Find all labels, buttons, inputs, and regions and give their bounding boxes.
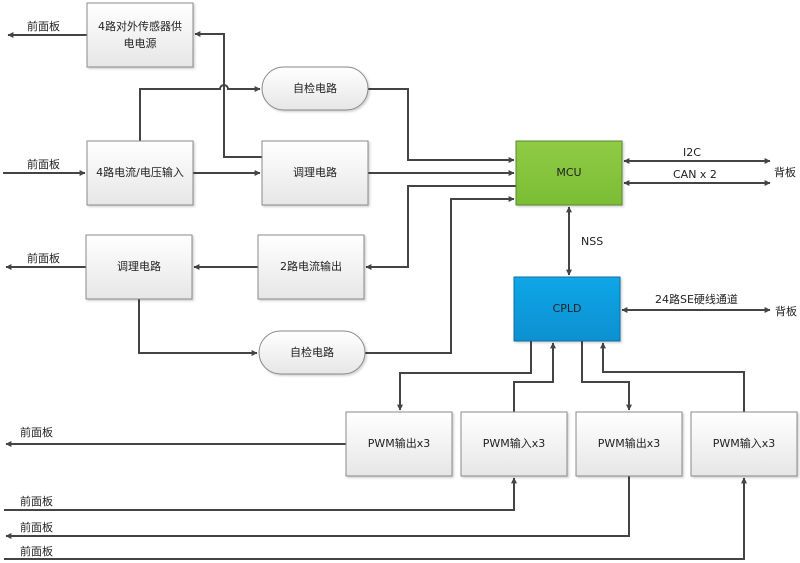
node-label: 2路电流输出 (280, 259, 342, 273)
edge-labels: 前面板 前面板 前面板 前面板 前面板 前面板 前面板 I2C CAN x 2 … (20, 19, 797, 558)
node-label: 4路电流/电压输入 (96, 165, 184, 179)
node-selftest-bottom[interactable]: 自检电路 (258, 330, 366, 375)
node-label: CPLD (553, 302, 582, 315)
node-pwm-in-1[interactable]: PWM输入x3 (460, 411, 568, 477)
node-sensor-power[interactable]: 4路对外传感器供 电电源 (86, 2, 194, 68)
wire-condition-to-sensor-power (194, 31, 262, 158)
node-cpld[interactable]: CPLD (513, 276, 621, 342)
label-front-panel: 前面板 (20, 494, 53, 508)
node-label: 自检电路 (293, 81, 337, 95)
node-pwm-in-2[interactable]: PWM输入x3 (690, 411, 798, 477)
node-analog-input[interactable]: 4路电流/电压输入 (86, 140, 194, 206)
node-selftest-top[interactable]: 自检电路 (261, 66, 369, 111)
node-label: PWM输出x3 (368, 436, 431, 450)
label-backplane: 背板 (775, 304, 797, 318)
wire-pwm-out-2-to-front-panel (5, 476, 630, 539)
label-front-panel: 前面板 (20, 520, 53, 534)
node-pwm-out-2[interactable]: PWM输出x3 (575, 411, 683, 477)
nodes: 4路对外传感器供 电电源 4路电流/电压输入 自检电路 调理电路 MCU 调理电… (85, 2, 798, 477)
label-front-panel: 前面板 (27, 251, 60, 265)
label-can: CAN x 2 (673, 168, 717, 181)
wire-front-panel-to-pwm-in-1 (4, 477, 517, 511)
node-label: 4路对外传感器供 (98, 19, 182, 33)
label-i2c: I2C (683, 146, 701, 159)
node-mcu[interactable]: MCU (515, 140, 623, 206)
node-label: 自检电路 (290, 345, 334, 359)
wire-input-to-selftest (139, 84, 261, 141)
wire-condition-to-selftest-bottom (138, 299, 258, 356)
node-label: PWM输入x3 (713, 436, 776, 450)
node-label: 电电源 (124, 36, 157, 50)
wire-mcu-to-current-out (365, 185, 516, 270)
label-front-panel: 前面板 (20, 544, 53, 558)
wire-pwm-in-2-to-cpld (600, 342, 745, 412)
label-front-panel: 前面板 (27, 157, 60, 171)
wire-selftest-bottom-to-mcu (365, 196, 515, 354)
wire-cpld-to-pwm-out-1 (397, 341, 532, 411)
node-condition-top[interactable]: 调理电路 (261, 140, 369, 206)
node-label: 调理电路 (293, 166, 337, 179)
node-label: PWM输出x3 (598, 436, 661, 450)
label-se-channels: 24路SE硬线通道 (655, 292, 738, 306)
node-current-out[interactable]: 2路电流输出 (257, 234, 365, 300)
wire-front-panel-to-pwm-in-2 (4, 477, 747, 560)
wire-pwm-in-1-to-cpld (513, 342, 556, 412)
label-front-panel: 前面板 (27, 19, 60, 33)
wire-cpld-to-pwm-out-2 (581, 341, 632, 411)
wire-selftest-to-mcu (368, 88, 515, 163)
node-pwm-out-1[interactable]: PWM输出x3 (345, 411, 453, 477)
node-label: 调理电路 (117, 260, 161, 273)
label-front-panel: 前面板 (20, 425, 53, 439)
node-condition-left[interactable]: 调理电路 (85, 234, 193, 300)
node-label: MCU (556, 166, 581, 179)
label-backplane: 背板 (774, 165, 796, 179)
connections (3, 31, 771, 560)
node-label: PWM输入x3 (483, 436, 546, 450)
label-nss: NSS (581, 235, 603, 248)
